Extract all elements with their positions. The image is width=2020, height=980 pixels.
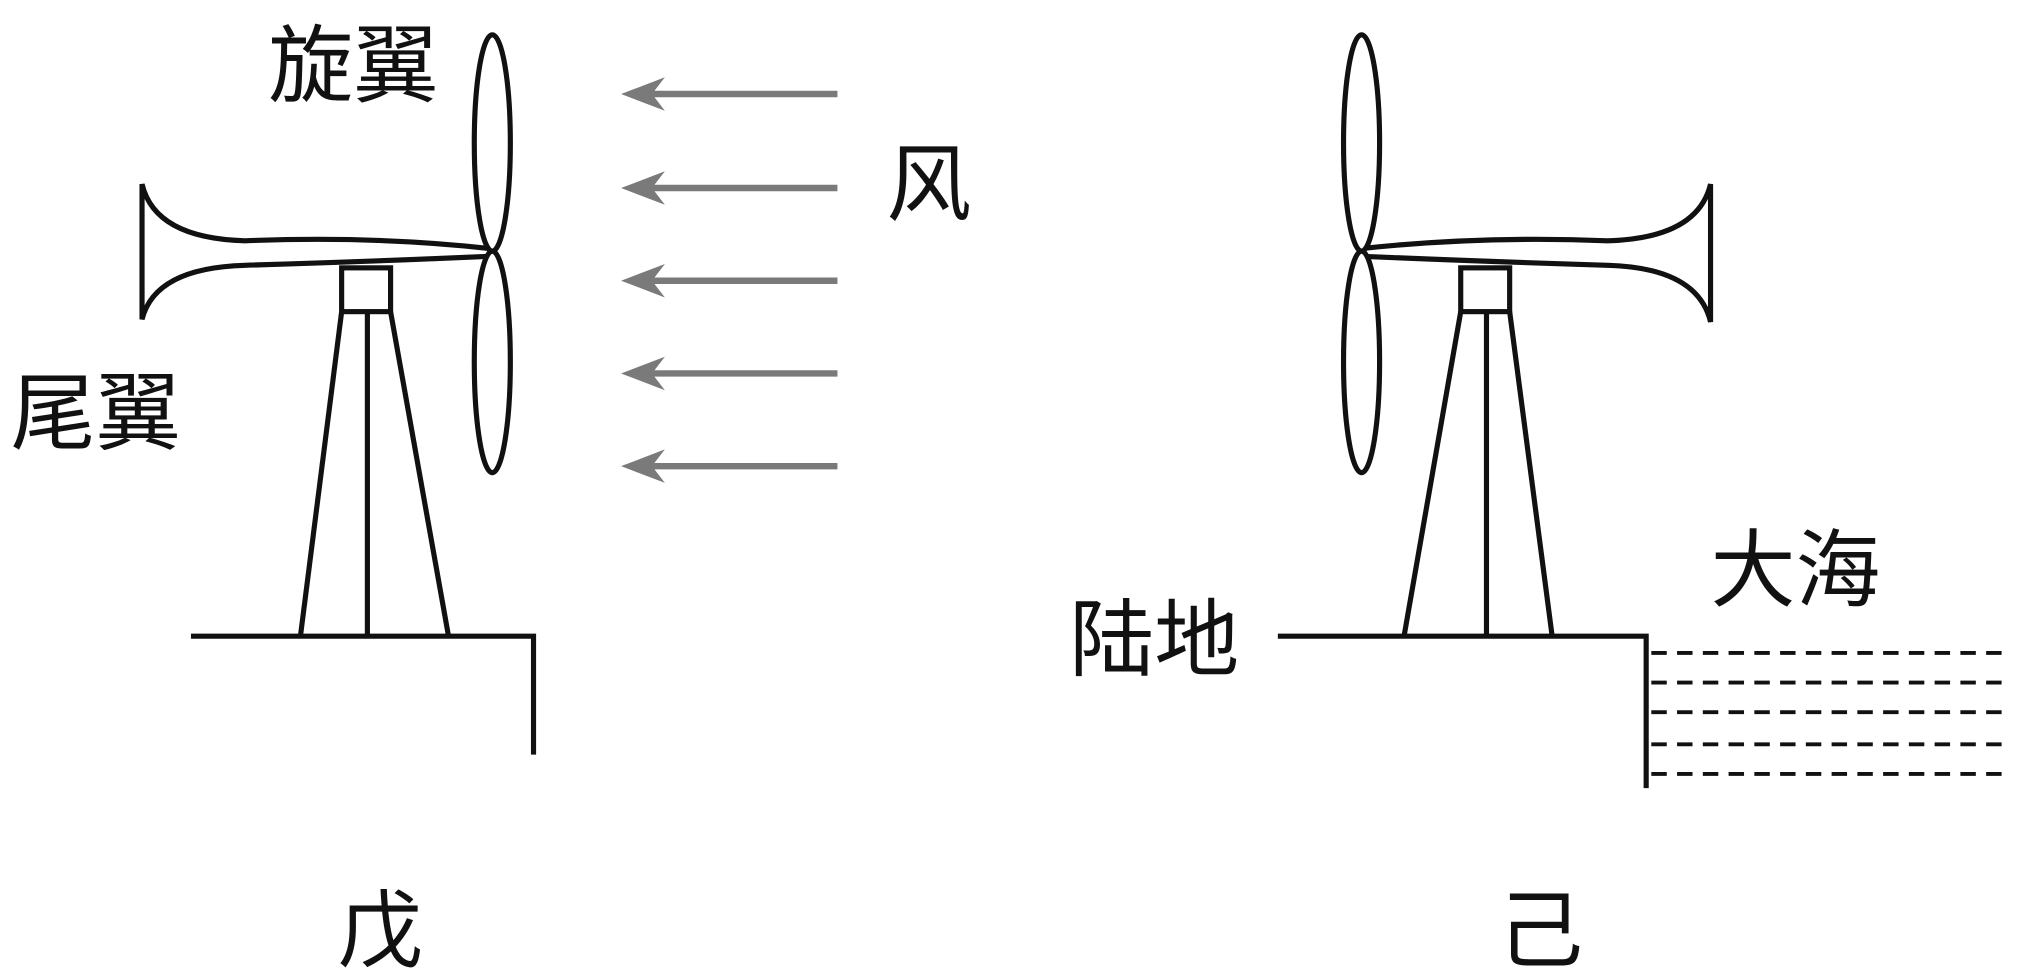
label-sea: 大海: [1711, 522, 1881, 621]
label-wind: 风: [886, 136, 971, 235]
rotor-blade-lower-right: [1340, 248, 1383, 476]
tower-leg: [1401, 311, 1464, 637]
turbine-right: [1277, 32, 1714, 789]
label-figure-left: 戊: [338, 883, 423, 980]
rotor-blade-upper-left: [471, 32, 513, 254]
wind-arrow: [621, 449, 838, 483]
tail-fin-left: [139, 183, 493, 321]
tower-leg: [388, 311, 452, 637]
hub-right: [1458, 265, 1513, 315]
label-rotor: 旋翼: [268, 17, 438, 116]
ground-left: [190, 633, 537, 755]
turbine-left: [139, 32, 537, 755]
tower-leg: [297, 311, 345, 637]
wind-arrows: [621, 77, 838, 483]
label-tail: 尾翼: [11, 365, 181, 464]
hub-left: [339, 265, 394, 315]
label-land: 陆地: [1069, 592, 1239, 691]
wind-arrow: [621, 356, 838, 391]
ground-right: [1277, 633, 1649, 789]
wind-arrow: [621, 77, 838, 111]
wind-arrow: [621, 263, 838, 298]
wind-arrow: [621, 171, 838, 205]
tower-leg: [1507, 311, 1555, 637]
tail-fin-right: [1358, 183, 1714, 323]
rotor-blade-upper-right: [1340, 32, 1383, 254]
label-figure-right: 己: [1498, 883, 1583, 980]
sea-lines: [1651, 650, 2010, 776]
rotor-blade-lower-left: [471, 248, 513, 476]
